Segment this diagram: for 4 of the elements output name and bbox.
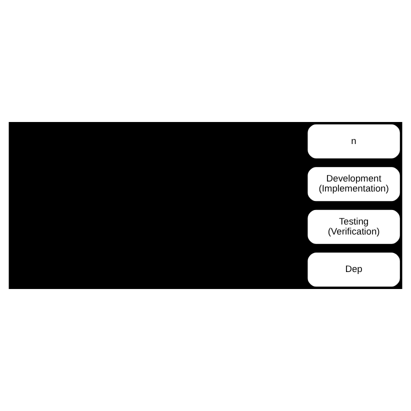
node-box: Dep xyxy=(308,252,400,287)
node-box: n xyxy=(308,124,400,158)
node-box: Development (Implementation) xyxy=(308,167,400,202)
node-box: Testing (Verification) xyxy=(308,210,400,244)
